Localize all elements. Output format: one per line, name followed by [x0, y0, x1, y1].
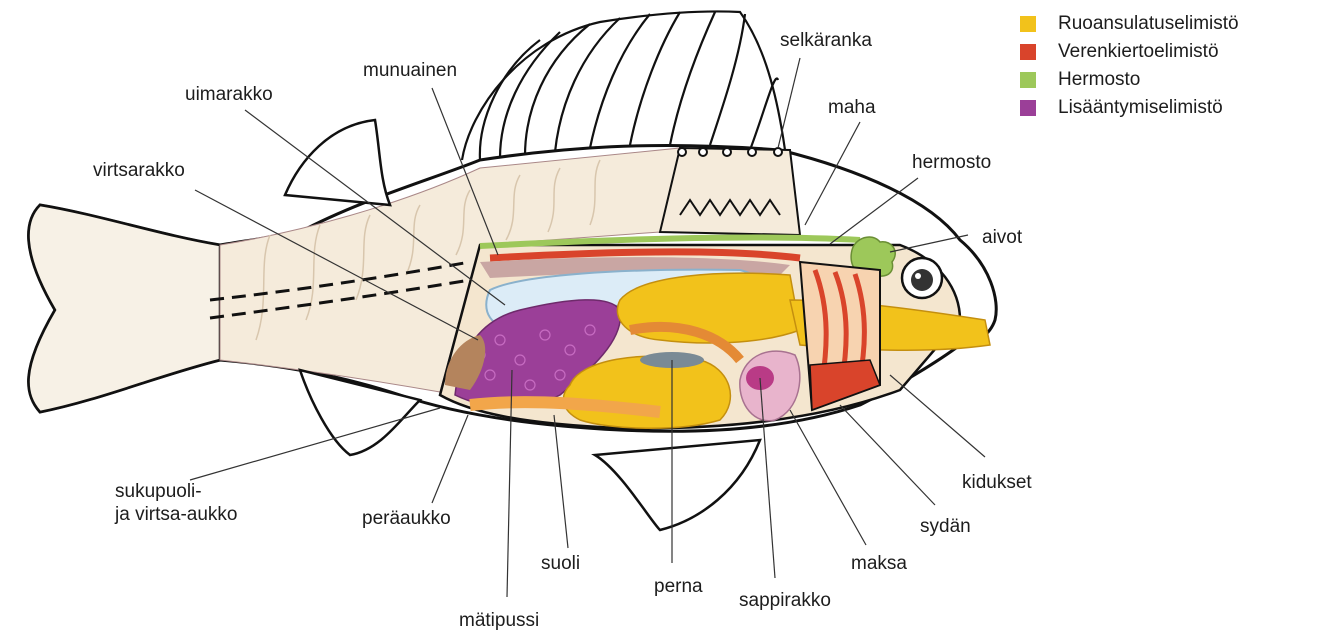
label-urinary-bladder: virtsarakko: [93, 160, 185, 182]
label-kidney: munuainen: [363, 60, 457, 82]
label-swim-bladder: uimarakko: [185, 84, 273, 106]
spine-area: [660, 148, 800, 235]
legend-label: Ruoansulatuselimistö: [1058, 13, 1239, 35]
legend-label: Verenkiertoelimistö: [1058, 41, 1219, 63]
legend-swatch: [1020, 44, 1036, 60]
anterior-dorsal-fin: [285, 120, 390, 205]
label-gallbladder: sappirakko: [739, 590, 831, 612]
legend-swatch: [1020, 72, 1036, 88]
label-egg-sac: mätipussi: [459, 610, 539, 632]
label-heart: sydän: [920, 516, 971, 538]
label-genital-opening-2: ja virtsa-aukko: [115, 504, 238, 526]
label-spleen: perna: [654, 576, 703, 598]
label-nervous-system: hermosto: [912, 152, 991, 174]
label-intestine: suoli: [541, 553, 580, 575]
label-spine: selkäranka: [780, 30, 872, 52]
label-brain: aivot: [982, 227, 1022, 249]
legend-item-nervous: Hermosto: [1020, 66, 1239, 94]
legend-item-digestive: Ruoansulatuselimistö: [1020, 10, 1239, 38]
label-anus: peräaukko: [362, 508, 451, 530]
label-stomach: maha: [828, 97, 876, 119]
legend-swatch: [1020, 100, 1036, 116]
pelvic-fin: [595, 440, 760, 530]
label-liver: maksa: [851, 553, 907, 575]
eye-highlight: [915, 273, 921, 279]
legend-item-circulatory: Verenkiertoelimistö: [1020, 38, 1239, 66]
label-gills: kidukset: [962, 472, 1032, 494]
legend-label: Lisääntymiselimistö: [1058, 97, 1223, 119]
dorsal-fin: [462, 11, 785, 160]
label-genital-opening-1: sukupuoli-: [115, 481, 202, 503]
legend: Ruoansulatuselimistö Verenkiertoelimistö…: [1020, 10, 1239, 122]
legend-label: Hermosto: [1058, 69, 1140, 91]
tail-fin: [29, 205, 220, 412]
pupil: [911, 269, 933, 291]
intestines: [563, 356, 730, 428]
legend-item-reproductive: Lisääntymiselimistö: [1020, 94, 1239, 122]
legend-swatch: [1020, 16, 1036, 32]
